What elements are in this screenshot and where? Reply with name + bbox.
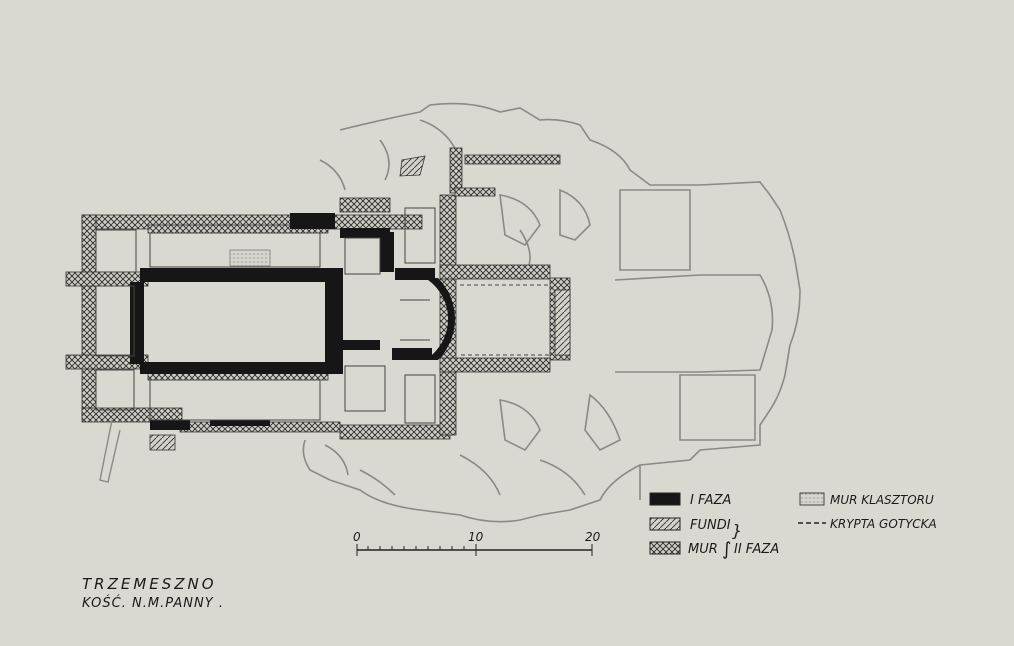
- title-church: KOŚĆ. N.M.PANNY .: [82, 596, 224, 611]
- scale-bar: 0 10 20: [353, 530, 601, 556]
- walls-phase-one: [130, 213, 455, 430]
- foundations: [149, 155, 571, 451]
- walls-phase-two: [65, 147, 571, 440]
- legend-brace-integral: ∫: [722, 539, 731, 560]
- scale-tick-0: 0: [353, 530, 361, 544]
- legend-swatch-foundations: [649, 517, 681, 531]
- legend-label-wall: MUR: [688, 542, 718, 557]
- legend-swatch-phase-one: [649, 492, 681, 506]
- legend: I FAZA FUNDI } MUR ∫ II FAZA MUR KLASZTO…: [649, 492, 937, 560]
- monastery-outline: [302, 102, 801, 523]
- legend-label-phase-one: I FAZA: [690, 493, 731, 508]
- legend-label-monastery: MUR KLASZTORU: [830, 493, 934, 507]
- legend-label-crypt: KRYPTA GOTYCKA: [830, 517, 937, 531]
- legend-swatch-monastery: [799, 492, 825, 506]
- title-place: TRZEMESZNO: [82, 575, 217, 593]
- scale-tick-20: 20: [585, 530, 601, 544]
- legend-swatch-phase-two: [649, 541, 681, 555]
- interior-outlines: [95, 207, 551, 424]
- legend-brace: }: [732, 521, 742, 540]
- legend-label-phase-two: II FAZA: [734, 542, 779, 557]
- legend-label-foundations: FUNDI: [690, 518, 731, 533]
- monastery-wall-sample: [229, 249, 271, 267]
- west-annex: [99, 419, 121, 483]
- plan-title: TRZEMESZNO KOŚĆ. N.M.PANNY .: [82, 574, 224, 614]
- scale-tick-10: 10: [468, 530, 484, 544]
